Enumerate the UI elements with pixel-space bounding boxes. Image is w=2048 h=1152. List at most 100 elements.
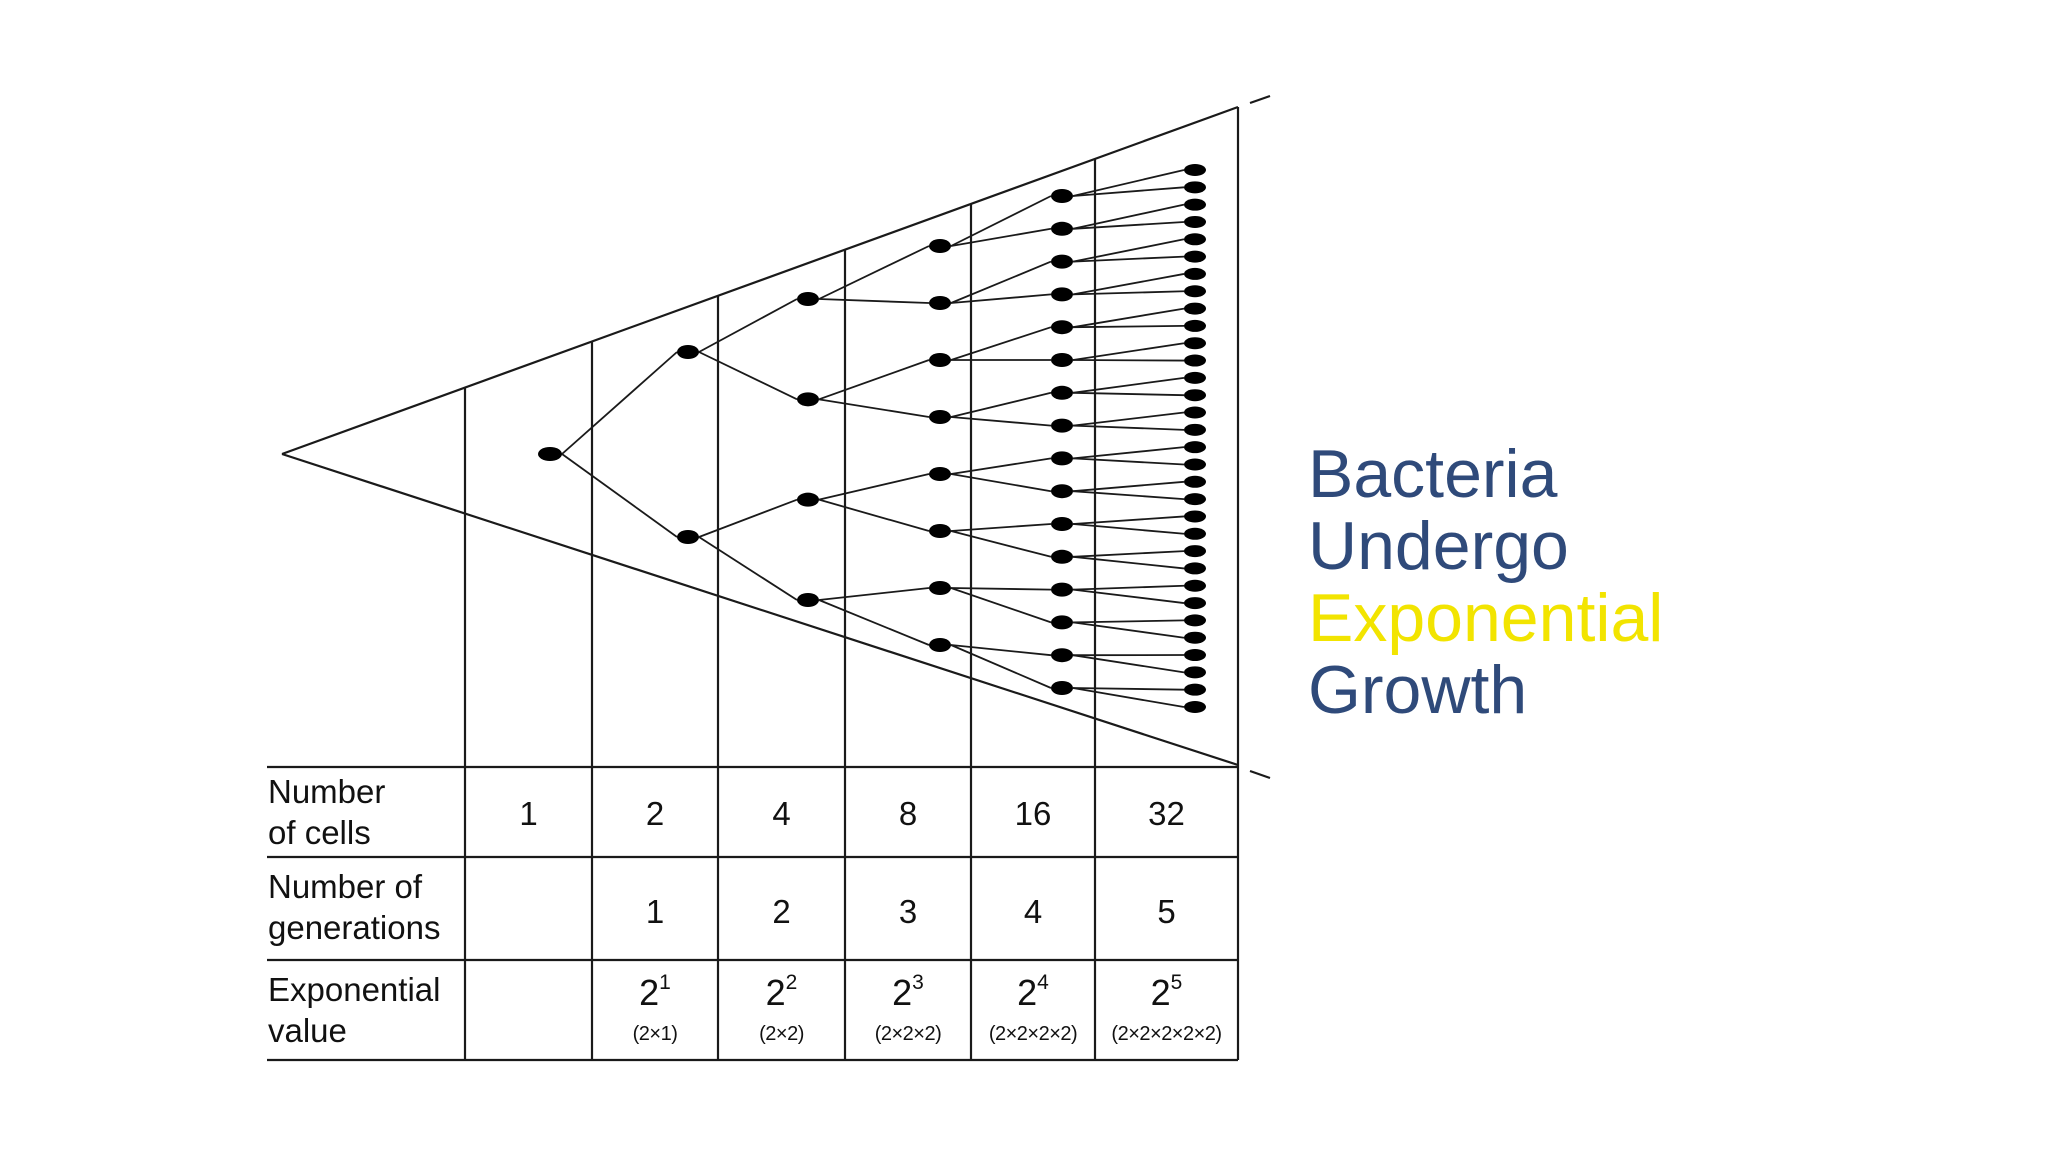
bacterium-cell xyxy=(1184,545,1206,558)
exponential-cell: 23 (2×2×2) xyxy=(845,972,971,1046)
bacterium-cell xyxy=(1051,254,1073,269)
generation-number: 1 xyxy=(645,893,665,930)
division-line xyxy=(950,227,1052,247)
bacterium-cell xyxy=(1051,582,1073,597)
exponential-expansion: (2×1) xyxy=(632,1023,678,1045)
division-line xyxy=(561,351,678,455)
bacterium-cell xyxy=(1184,354,1206,367)
row-label-line: of cells xyxy=(268,814,371,851)
bacterium-cell xyxy=(1184,371,1206,384)
division-line xyxy=(1072,446,1185,460)
row-label-number-of-cells: Number of cells xyxy=(268,771,385,853)
bacterium-cell xyxy=(1184,164,1206,176)
division-line xyxy=(950,293,1052,304)
bacterium-cell xyxy=(1184,302,1206,315)
bacterium-cell xyxy=(1184,215,1206,228)
division-line xyxy=(1072,307,1185,329)
division-line xyxy=(818,587,930,601)
bacterium-cell xyxy=(1184,423,1206,436)
cells-count: 32 xyxy=(1148,795,1185,832)
division-line xyxy=(950,391,1052,418)
bacterium-cell xyxy=(1184,250,1206,263)
division-line xyxy=(1072,273,1185,296)
division-line xyxy=(1072,169,1185,197)
bacterium-cell xyxy=(1184,666,1206,679)
exponential-power-expression: 21 xyxy=(639,971,671,1013)
bacterium-cell xyxy=(1051,484,1073,499)
bacterium-cell xyxy=(1184,198,1206,211)
division-line xyxy=(1072,515,1185,525)
division-line xyxy=(1072,555,1185,570)
bacterium-cell xyxy=(797,292,819,306)
division-line xyxy=(1072,584,1185,591)
bacterium-cell xyxy=(1051,418,1073,433)
bacterium-cell xyxy=(929,410,951,424)
row-label-line: generations xyxy=(268,909,441,946)
bacterium-cell xyxy=(677,530,699,544)
division-line xyxy=(818,359,930,401)
division-line xyxy=(1072,490,1185,501)
exponential-cell: 25 (2×2×2×2×2) xyxy=(1095,972,1238,1046)
bacterium-cell xyxy=(1051,287,1073,302)
bacterium-cell xyxy=(1184,181,1206,194)
division-line xyxy=(950,523,1052,532)
division-line xyxy=(698,536,798,601)
title-line-undergo: Undergo xyxy=(1308,508,1569,584)
dash-top xyxy=(1249,94,1271,105)
dash-bottom xyxy=(1249,769,1271,780)
division-line xyxy=(1072,391,1185,397)
bacterium-cell xyxy=(1184,614,1206,627)
triangle-lower-edge xyxy=(281,452,1239,767)
cells-count: 4 xyxy=(772,795,791,832)
division-line xyxy=(818,473,930,501)
division-line xyxy=(1072,687,1185,691)
cells-count: 8 xyxy=(898,795,918,832)
bacterium-cell xyxy=(1184,267,1206,280)
division-line xyxy=(698,498,798,538)
division-line xyxy=(1072,619,1185,624)
division-line xyxy=(1072,687,1185,708)
bacterium-cell xyxy=(1184,701,1206,713)
exponential-expansion: (2×2×2×2) xyxy=(988,1023,1078,1045)
division-line xyxy=(950,473,1052,493)
bacteria-cells xyxy=(538,164,1206,713)
division-line xyxy=(1072,550,1185,558)
bacterium-cell xyxy=(1184,562,1206,575)
division-line xyxy=(1072,186,1185,197)
exponential-cell: 21 (2×1) xyxy=(592,972,718,1046)
division-line xyxy=(698,351,798,401)
division-lines xyxy=(561,169,1185,708)
division-line xyxy=(1072,424,1185,431)
division-line xyxy=(1072,221,1185,230)
division-line xyxy=(1072,480,1185,493)
row-label-line: Number xyxy=(268,773,386,810)
row-label-line: Number of xyxy=(268,868,423,905)
cells-count: 16 xyxy=(1014,795,1052,832)
bacterium-cell xyxy=(797,492,819,507)
bacterium-cell xyxy=(929,524,951,538)
bacterium-cell xyxy=(1184,441,1206,454)
generation-number: 2 xyxy=(772,893,791,930)
bacterium-cell xyxy=(538,447,562,461)
bacterium-cell xyxy=(929,638,951,652)
exponential-cell: 24 (2×2×2×2) xyxy=(971,972,1095,1046)
division-line xyxy=(1072,359,1185,362)
division-line xyxy=(950,260,1052,304)
division-line xyxy=(950,587,1052,591)
division-line xyxy=(1072,457,1185,466)
bacterium-cell xyxy=(929,296,951,310)
exponential-power-expression: 22 xyxy=(765,971,798,1013)
bacterium-cell xyxy=(1051,615,1073,630)
row-label-line: Exponential xyxy=(268,971,441,1008)
division-line xyxy=(950,326,1052,361)
exponential-cell: 22 (2×2) xyxy=(718,972,845,1046)
division-line xyxy=(1072,621,1185,639)
division-line xyxy=(1072,238,1185,263)
row-label-line: value xyxy=(268,1012,347,1049)
bacterium-cell xyxy=(1051,189,1073,203)
exponential-power-expression: 24 xyxy=(1017,971,1049,1013)
bacterium-cell xyxy=(1184,458,1206,471)
division-line xyxy=(818,298,930,304)
division-line xyxy=(561,453,678,538)
